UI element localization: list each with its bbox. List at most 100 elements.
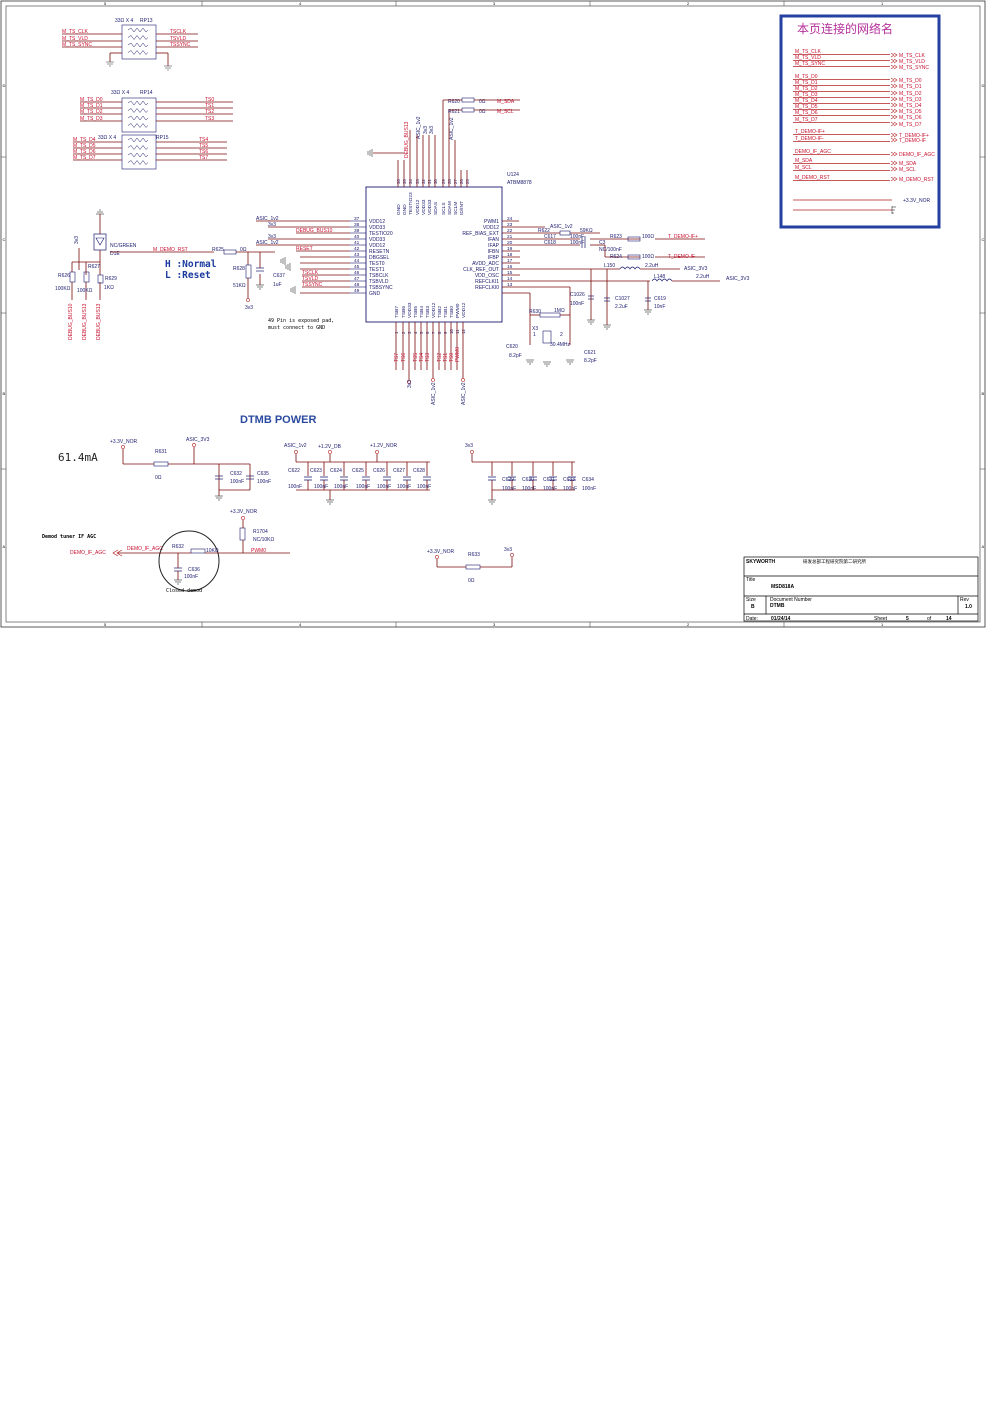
cap-1v2-ref: C628 — [413, 468, 425, 474]
r632-value: 10KΩ — [206, 548, 219, 554]
r633-body — [465, 564, 481, 570]
legend-port-arrow-icon — [890, 176, 898, 182]
net-3v3-power: 3v3 — [465, 443, 473, 449]
rpack-right-net: TS5 — [199, 143, 208, 149]
chip-left-pin-number: 42 — [354, 246, 360, 252]
rpack-ref: RP14 — [140, 90, 153, 96]
chip-bottom-pin-number: 5 — [419, 331, 424, 334]
net-m-scl: M_SCL — [497, 109, 514, 115]
chip-bottom-pin-number: 10 — [449, 329, 454, 334]
legend-port-arrow-icon — [890, 108, 898, 114]
tb-sheet: 5 — [906, 616, 909, 622]
power-wires-a — [122, 447, 251, 496]
chip-right-pin-name: REF_BIAS_EXT — [462, 231, 499, 237]
r626-body — [69, 271, 76, 283]
chip-left-pin-number: 43 — [354, 252, 360, 258]
legend-net-right: T_DEMO-IF — [899, 138, 926, 144]
chip-right-circuit: R622 ASIC_1v2 59KΩ C617 100nF C618 100nF… — [502, 220, 750, 367]
c637-value: 1uF — [273, 282, 282, 288]
chip-left-net-label: TSVLD — [302, 276, 319, 282]
crystal-ground-symbols — [526, 359, 574, 367]
chip-top-pin-number: 35 — [402, 179, 407, 184]
rpack-left-net: M_TS_D5 — [73, 143, 96, 149]
rpack-left-net: M_TS_VLD — [62, 36, 88, 42]
chip-right-pin-name: VDD_OSC — [475, 273, 500, 279]
border-left-letter: A — [3, 544, 6, 549]
r633-v33-nor: +3.3V_NOR — [427, 549, 454, 555]
legend-port-arrow-icon — [890, 64, 898, 70]
ground-icon — [106, 61, 114, 67]
net-t-demo-if-plus: T_DEMO-IF+ — [668, 234, 698, 240]
chip-top-pin-number: 32 — [421, 179, 426, 184]
r623-value: 100Ω — [642, 234, 654, 240]
chip-left-pin-name: TSBCLK — [369, 273, 389, 279]
chip-left-pin-name: TESTIO20 — [369, 231, 393, 237]
led-ref: D1E — [110, 251, 120, 257]
chip-left-pin-number: 47 — [354, 276, 360, 282]
closed-demod-label: Closed demod — [166, 588, 202, 594]
legend-net-right: M_TS_D0 — [899, 78, 922, 84]
chip-left-net-label: TSSYNC — [302, 282, 323, 288]
top-net-debug-bus13: DEBUG_BUS13 — [404, 121, 410, 158]
chip-bottom-pin-name: TSB1 — [443, 306, 449, 318]
net-v12-db: +1.2V_DB — [318, 444, 342, 450]
c619-ref: C619 — [654, 296, 666, 302]
r630-value: 1MΩ — [554, 308, 565, 314]
rpack-right-net: TS1 — [205, 103, 214, 109]
cap-3v3-value: 100nF — [502, 486, 516, 492]
node-3v3-power — [470, 450, 474, 454]
r622-value: 59KΩ — [580, 228, 593, 234]
led-d1e-body — [93, 233, 107, 251]
chip-left-net-label: 3v3 — [268, 234, 276, 240]
legend-ground-symbol — [891, 206, 896, 214]
sheet-inner-frame — [5, 5, 981, 623]
c637-gnd — [256, 284, 264, 290]
chip-left-net-label: ASIC_1v2 — [256, 216, 279, 222]
chip-bottom-pin-name: VDD12 — [431, 302, 437, 318]
rpack-value: 33Ω X 4 — [111, 90, 129, 96]
chip-bottom-net-label: 3v3 — [407, 380, 413, 388]
chip-top-pin-name: TESTIO23 — [408, 192, 414, 215]
rpack-element — [127, 145, 149, 150]
power-node-icon — [431, 378, 435, 382]
legend-net-left: M_TS_D1 — [795, 80, 818, 86]
agc-title: Demod tuner IF AGC — [42, 534, 96, 540]
r629-ref: R629 — [105, 276, 117, 282]
legend-net-right: M_TS_D3 — [899, 97, 922, 103]
legend-net-right: M_TS_D6 — [899, 115, 922, 121]
r620-value: 0Ω — [479, 99, 486, 105]
c618-ref: C618 — [544, 240, 556, 246]
chip-left-pin-number: 46 — [354, 270, 360, 276]
rpack-right-net: TS4 — [199, 137, 208, 143]
legend-net-right: M_SDA — [899, 161, 917, 167]
legend-net-right: M_TS_D1 — [899, 84, 922, 90]
legend-net-left: M_SDA — [795, 158, 813, 164]
c3-ref: C3 — [599, 240, 606, 246]
chip-bottom-net-label: TS5 — [413, 353, 419, 362]
rpack-left-net: M_TS_D6 — [73, 149, 96, 155]
l148-ref: L148 — [654, 274, 665, 280]
cap-1v2-value: 100nF — [288, 484, 302, 490]
x3-ref: X3 — [532, 326, 538, 332]
legend-net-left: M_TS_D6 — [795, 110, 818, 116]
top-net-wires — [373, 100, 468, 187]
chip-right-pin-number: 15 — [507, 270, 513, 276]
c635-value: 100nF — [257, 479, 271, 485]
right-ground-symbols — [587, 309, 652, 330]
chip-left-pin-number: 49 — [354, 288, 360, 294]
net-t-demo-if-minus: T_DEMO-IF- — [668, 254, 697, 260]
chip-right-pin-number: 21 — [507, 234, 513, 240]
chip-right-pin-name: IFBP — [488, 255, 500, 261]
capacitor-icon — [304, 476, 312, 481]
top-net-asic-1v2-b: ASIC_1v2 — [449, 117, 455, 140]
border-left-letter: B — [3, 391, 6, 396]
net-3v3-reset-node — [246, 298, 250, 302]
r628-body — [245, 264, 252, 279]
chip-right-pin-number: 23 — [507, 222, 513, 228]
chip-top-pin-number: 34 — [408, 179, 413, 184]
legend-net-left: M_TS_D4 — [795, 98, 818, 104]
chip-top-pin-number: 28 — [447, 179, 452, 184]
agc-section: Demod tuner IF AGC DEMO_IF_AGC DEMO_IF_A… — [42, 509, 514, 594]
border-top-number: 1 — [881, 1, 884, 6]
cap-3v3-ref: C630 — [522, 477, 534, 483]
